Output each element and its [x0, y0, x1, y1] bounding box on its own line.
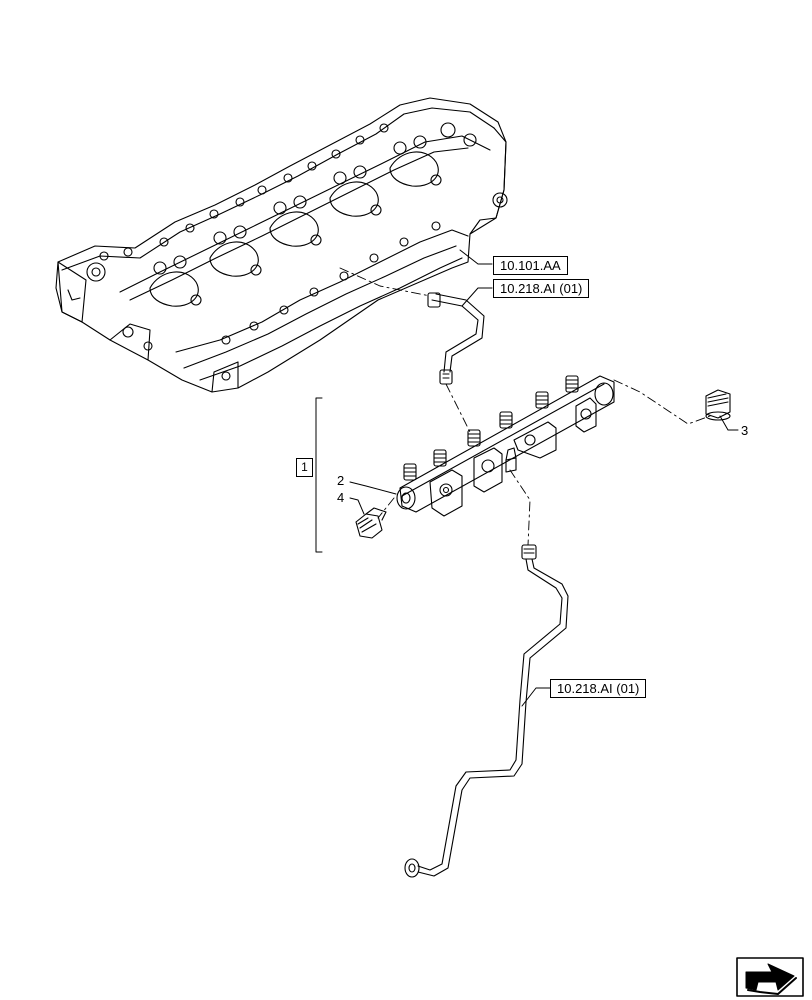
group-callout-1: 1 — [296, 458, 313, 477]
lower-fuel-pipe — [404, 544, 569, 878]
reference-fuel-pipe-lower[interactable]: 10.218.AI (01) — [550, 679, 647, 698]
reference-fuel-pipe-upper[interactable]: 10.218.AI (01) — [493, 279, 590, 298]
callout-3: 3 — [741, 423, 749, 438]
callout-2: 2 — [337, 473, 345, 488]
assembly-centerlines — [339, 267, 711, 546]
leader-lines — [315, 249, 739, 707]
reference-engine-head[interactable]: 10.101.AA — [493, 256, 568, 275]
cylinder-head-illustration — [55, 97, 508, 393]
next-page-button[interactable] — [736, 957, 804, 997]
fuel-rail-illustration — [396, 375, 615, 517]
callout-4: 4 — [337, 490, 345, 505]
pressure-sensor-item-4 — [355, 507, 387, 539]
relief-valve-item-3 — [705, 389, 731, 421]
next-page-arrow-icon — [736, 957, 804, 997]
upper-fuel-pipe — [427, 292, 485, 385]
